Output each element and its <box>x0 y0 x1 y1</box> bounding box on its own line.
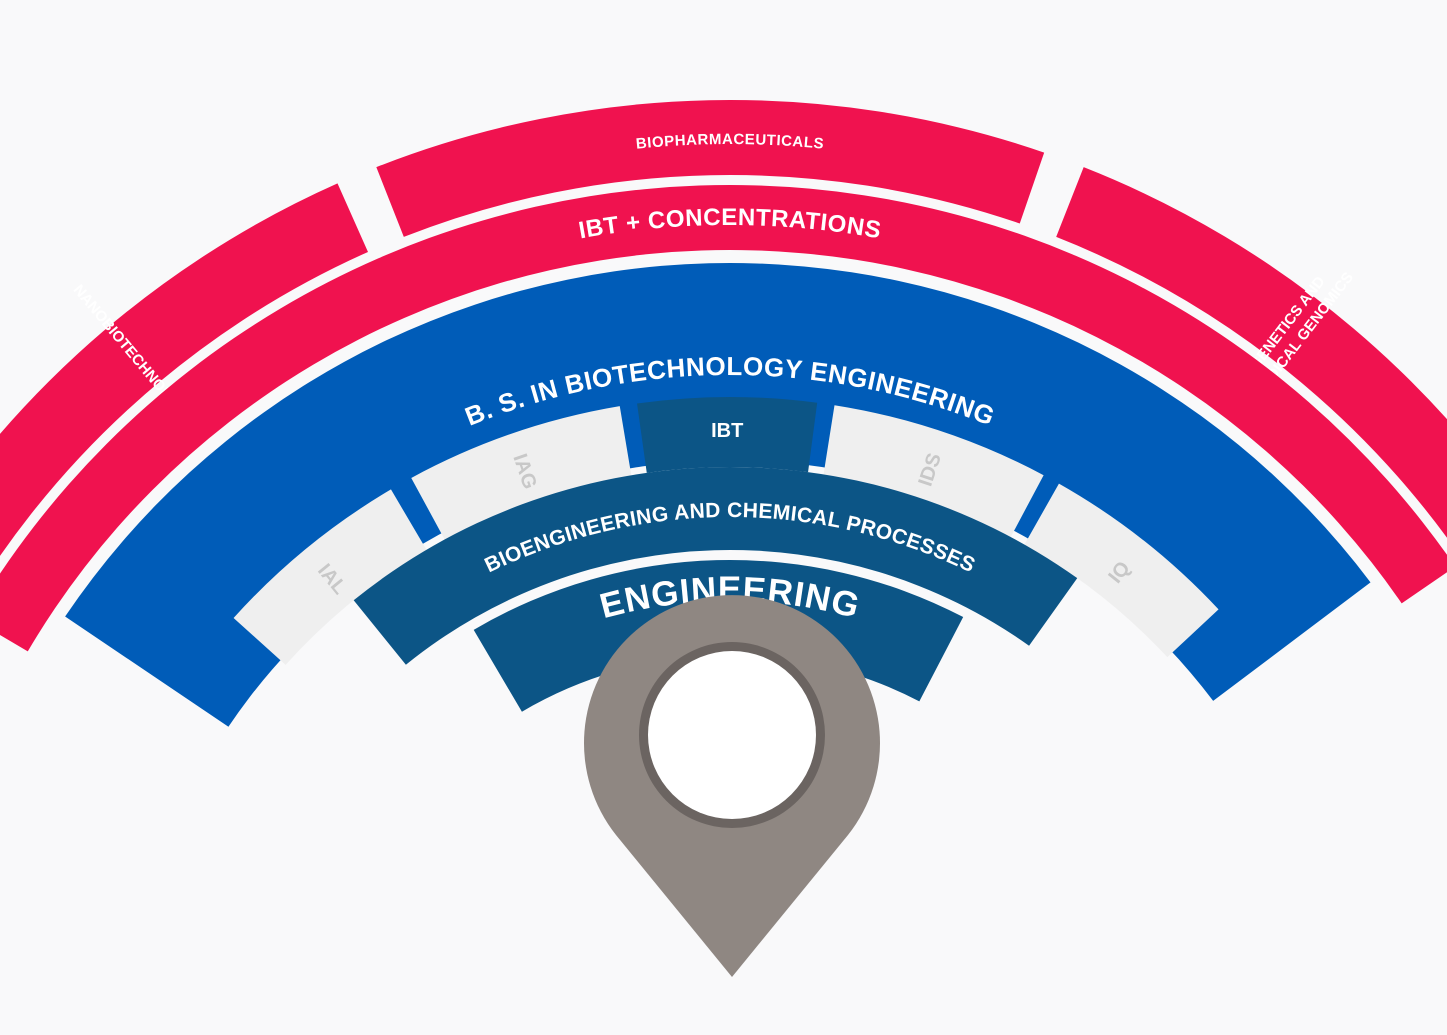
concentrations-band: IBT + CONCENTRATIONS <box>0 185 1447 652</box>
location-pin-icon <box>584 595 880 977</box>
degree-band: B. S. IN BIOTECHNOLOGY ENGINEERING <box>65 262 1371 727</box>
segment-genetics-medical-genomics <box>1056 167 1447 538</box>
school-band-fill <box>353 467 1078 665</box>
degree-band-fill <box>65 262 1371 727</box>
program-label-ibt: IBT <box>711 420 743 442</box>
program-segment-ial <box>233 489 427 665</box>
label-biopharmaceuticals: BIOPHARMACEUTICALS <box>635 131 825 153</box>
program-segment-ids <box>823 405 1044 537</box>
program-segment-iag <box>411 406 632 540</box>
segment-biopharmaceuticals <box>376 100 1045 237</box>
segment-nanobiotechnology <box>0 183 368 556</box>
program-segment-ibt <box>637 396 818 473</box>
pin-hole <box>648 651 816 819</box>
program-segment-iq <box>1024 483 1219 658</box>
school-band: BIOENGINEERING AND CHEMICAL PROCESSES <box>353 467 1078 665</box>
concentrations-band-fill <box>0 185 1447 652</box>
